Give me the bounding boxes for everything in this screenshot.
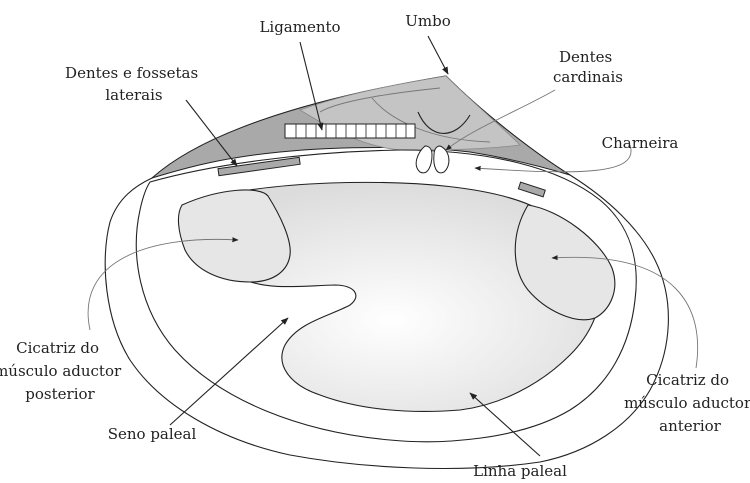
label-dentes-laterais: Dentes e fossetas laterais [65, 64, 203, 104]
ligament [285, 124, 415, 138]
leader-umbo [428, 36, 448, 74]
lateral-tooth-anterior [518, 182, 545, 197]
label-dentes-cardinais: Dentes cardinais [553, 48, 623, 86]
label-ligamento: Ligamento [259, 18, 340, 36]
label-linha-paleal: Linha paleal [473, 462, 567, 480]
leader-linha-paleal [470, 393, 540, 456]
label-charneira: Charneira [602, 134, 679, 152]
leader-seno-paleal [170, 318, 288, 425]
label-seno-paleal: Seno paleal [108, 425, 197, 443]
label-cicatriz-anterior: Cicatriz do músculo aductor anterior [624, 371, 750, 435]
label-cicatriz-posterior: Cicatriz do músculo aductor posterior [0, 339, 126, 403]
label-umbo: Umbo [405, 12, 451, 30]
